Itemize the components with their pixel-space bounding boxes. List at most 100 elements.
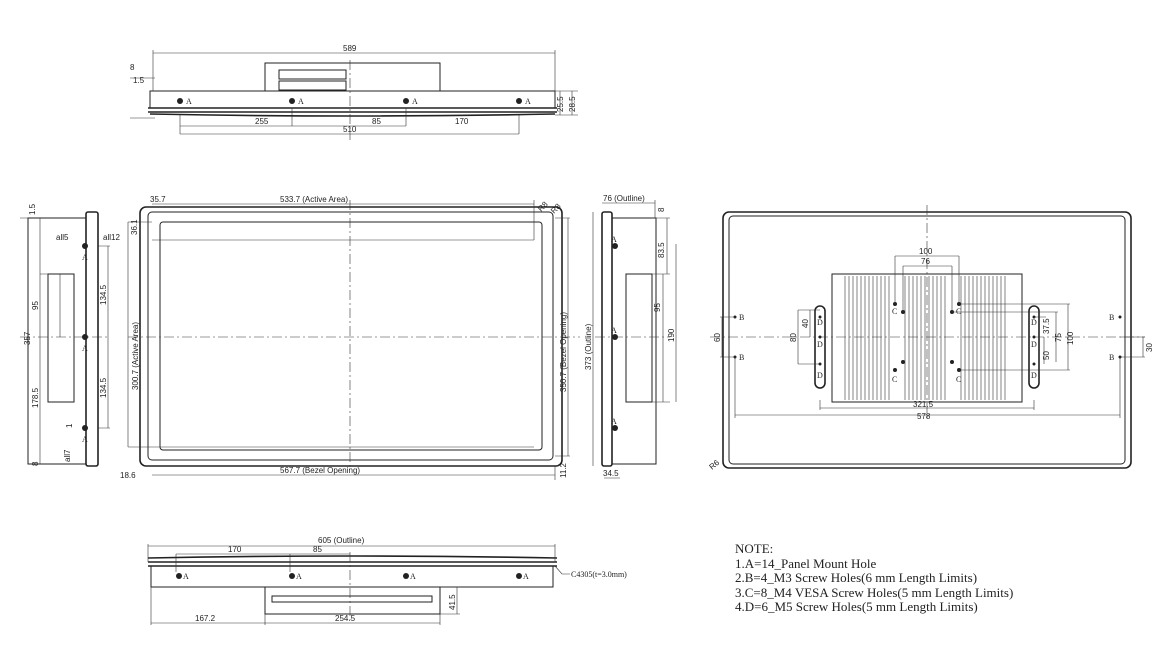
hole-label-b: B <box>739 313 744 322</box>
hole-label-d: D <box>817 371 823 380</box>
dim-36-1: 36.1 <box>130 219 139 235</box>
hole-label-d: D <box>817 340 823 349</box>
dim-41-5: 41.5 <box>448 594 457 610</box>
note-item: 3.C=8_M4 VESA Screw Holes(5 mm Length Li… <box>735 584 1014 600</box>
hole-label: A <box>412 97 418 106</box>
dim-170: 170 <box>455 117 469 126</box>
dim-1-5: 1.5 <box>133 76 145 85</box>
hole-label-d: D <box>1031 371 1037 380</box>
notes: NOTE: 1.A=14_Panel Mount Hole 2.B=4_M3 S… <box>735 541 1014 615</box>
dim-134-5: 134.5 <box>99 284 108 305</box>
dim-outline-height: 373 (Outline) <box>584 323 593 370</box>
dim-510: 510 <box>343 125 357 134</box>
dim-95: 95 <box>31 301 40 310</box>
dim-all12: all12 <box>103 233 120 242</box>
dim-167-2: 167.2 <box>195 614 216 623</box>
hole-label-b: B <box>739 353 744 362</box>
dim-11-2: 11.2 <box>559 462 568 478</box>
dim-8: 8 <box>130 63 135 72</box>
dim-190: 190 <box>667 328 676 342</box>
dim-83-5: 83.5 <box>657 242 666 258</box>
note-item: 1.A=14_Panel Mount Hole <box>735 555 877 571</box>
mount-holes-top: A A A A <box>177 97 531 106</box>
left-side-view: 1.5 all5 all12 A A A 95 357 178.5 134.5 … <box>20 203 120 467</box>
dim-1: 1 <box>65 423 74 428</box>
hole-label: A <box>611 417 617 426</box>
hole-label-c: C <box>956 307 961 316</box>
hole-label: A <box>82 435 88 444</box>
note-item: 2.B=4_M3 Screw Holes(6 mm Length Limits) <box>735 570 978 585</box>
dim-radius: R8 <box>549 201 563 215</box>
heatsink-fins <box>844 276 1006 400</box>
dim-254-5: 254.5 <box>335 614 356 623</box>
dim-28-5: 28.5 <box>568 96 577 112</box>
hole-label: A <box>82 253 88 262</box>
dim-8: 8 <box>31 461 40 466</box>
dim-all5: all5 <box>56 233 69 242</box>
dim-589: 589 <box>343 44 357 53</box>
dim-80: 80 <box>789 333 798 342</box>
hole-label: A <box>523 572 529 581</box>
dim-578: 578 <box>917 412 931 421</box>
hole-label-c: C <box>956 375 961 384</box>
dim-321-5: 321.5 <box>913 400 934 409</box>
note-item: 4.D=6_M5 Screw Holes(5 mm Length Limits) <box>735 599 978 614</box>
dim-8: 8 <box>657 207 666 212</box>
hole-label-c: C <box>892 307 897 316</box>
hole-label-d: D <box>1031 340 1037 349</box>
dim-76: 76 <box>921 257 930 266</box>
dim-85: 85 <box>313 545 322 554</box>
dim-85: 85 <box>372 117 381 126</box>
dim-75: 75 <box>1054 333 1063 342</box>
dim-50: 50 <box>1042 351 1051 360</box>
dim-active-height: 300.7 (Active Area) <box>131 322 140 390</box>
dim-178-5: 178.5 <box>31 387 40 408</box>
hole-label-d: D <box>1031 318 1037 327</box>
hole-label: A <box>296 572 302 581</box>
dim-60: 60 <box>713 333 722 342</box>
hole-label: A <box>611 235 617 244</box>
dim-30: 30 <box>1145 343 1154 352</box>
dim-100: 100 <box>919 247 933 256</box>
dim-outline-width: 76 (Outline) <box>603 194 645 203</box>
notes-title: NOTE: <box>735 541 774 556</box>
dim-1-5: 1.5 <box>28 203 37 215</box>
top-view: A A A A 589 8 1.5 255 85 170 510 25.5 28… <box>130 44 578 140</box>
dim-bezel-height: 350.7 (Bezel Opening) <box>559 312 568 392</box>
dim-bezel-width: 567.7 (Bezel Opening) <box>280 466 360 475</box>
dim-all7: all7 <box>63 449 72 462</box>
dim-18-6: 18.6 <box>120 471 136 480</box>
hole-label-c: C <box>892 375 897 384</box>
hole-label: A <box>183 572 189 581</box>
dim-radius: R8 <box>536 199 550 213</box>
dim-active-width: 533.7 (Active Area) <box>280 195 348 204</box>
hole-label: A <box>82 344 88 353</box>
dim-radius: R6 <box>708 458 722 472</box>
dim-35-7: 35.7 <box>150 195 166 204</box>
dim-255: 255 <box>255 117 269 126</box>
dim-170: 170 <box>228 545 242 554</box>
front-view: 35.7 533.7 (Active Area) 36.1 300.7 (Act… <box>120 195 580 480</box>
dim-100: 100 <box>1066 331 1075 345</box>
dim-357: 357 <box>23 331 32 345</box>
hole-label-d: D <box>817 318 823 327</box>
dim-40: 40 <box>801 319 810 328</box>
dim-37-5: 37.5 <box>1042 318 1051 334</box>
hole-label: A <box>410 572 416 581</box>
hole-label-b: B <box>1109 353 1114 362</box>
hole-label: A <box>525 97 531 106</box>
hole-label: A <box>186 97 192 106</box>
dim-95: 95 <box>653 303 662 312</box>
dim-outline-605: 605 (Outline) <box>318 536 365 545</box>
hole-label-b: B <box>1109 313 1114 322</box>
dim-25-5: 25.5 <box>556 96 565 112</box>
right-side-view: 76 (Outline) 8 83.5 95 190 373 (Outline)… <box>584 194 677 479</box>
bottom-view: 605 (Outline) 170 85 167.2 254.5 41.5 C4… <box>147 536 627 625</box>
hole-label: A <box>298 97 304 106</box>
dim-134-5: 134.5 <box>99 377 108 398</box>
dim-34-5: 34.5 <box>603 469 619 478</box>
rear-view: 100 76 60 80 40 37.5 75 100 50 30 321.5 … <box>708 205 1154 472</box>
hole-label: A <box>611 326 617 335</box>
chamfer-label: C4305(t=3.0mm) <box>571 570 627 579</box>
